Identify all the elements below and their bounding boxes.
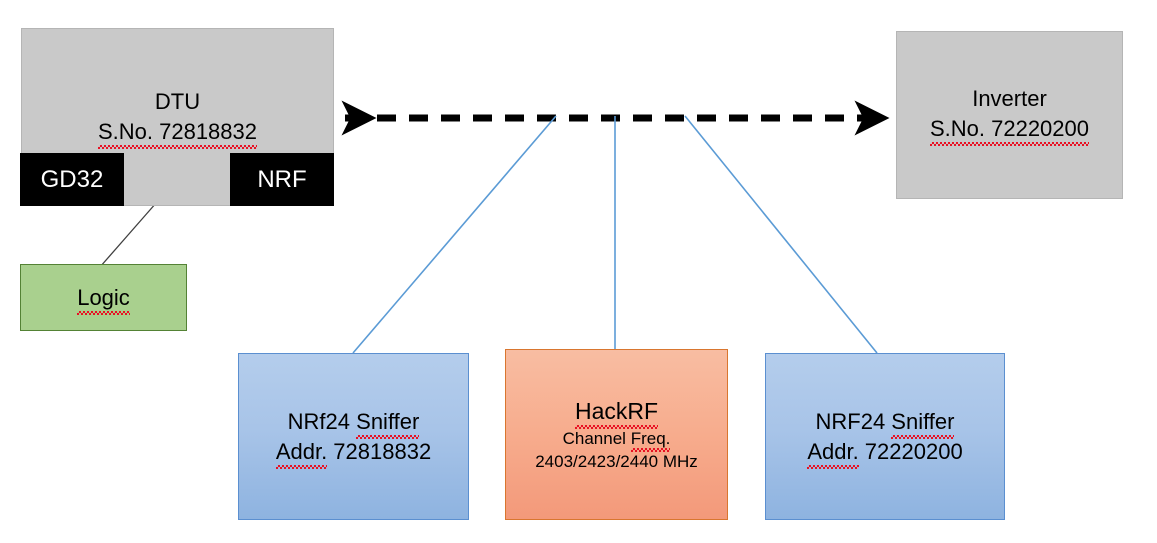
nrf-label: NRF: [257, 165, 307, 193]
sniffer-left-label-sniffer: Sniffer: [356, 407, 420, 439]
hackrf-line2-freq: Freq.: [630, 429, 671, 452]
node-inverter[interactable]: Inverter S.No. 72220200: [896, 31, 1123, 199]
inverter-serial: S.No. 72220200: [929, 114, 1090, 146]
hackrf-label: HackRF: [574, 396, 659, 429]
sniffer-right-label-sniffer: Sniffer: [891, 407, 955, 439]
dtu-label: DTU: [154, 89, 201, 114]
sniffer-right-addr-prefix: Addr.: [807, 437, 860, 469]
node-hackrf[interactable]: HackRF Channel Freq. 2403/2423/2440 MHz: [505, 349, 728, 520]
hackrf-line3: 2403/2423/2440 MHz: [535, 452, 698, 471]
node-sniffer-right[interactable]: NRF24 Sniffer Addr. 72220200: [765, 353, 1005, 520]
inverter-serial-text: S.No. 72220200: [929, 114, 1090, 146]
node-logic[interactable]: Logic: [20, 264, 187, 331]
logic-label: Logic: [77, 283, 130, 315]
node-gd32[interactable]: GD32: [20, 153, 124, 206]
sniffer-right-addr: Addr. 72220200: [807, 437, 963, 469]
inverter-label: Inverter: [972, 86, 1047, 111]
node-sniffer-left[interactable]: NRf24 Sniffer Addr. 72818832: [238, 353, 469, 520]
dtu-serial-text: S.No. 72818832: [97, 117, 258, 149]
dtu-serial: S.No. 72818832: [97, 117, 258, 149]
sniffer-left-label: NRf24 Sniffer: [288, 407, 420, 439]
logic-label-text: Logic: [77, 283, 130, 315]
tap-line-sniffer-left: [352, 115, 557, 354]
sniffer-left-addr: Addr. 72818832: [275, 437, 431, 469]
sniffer-right-label: NRF24 Sniffer: [816, 407, 955, 439]
gd32-label: GD32: [40, 165, 104, 193]
sniffer-left-addr-prefix: Addr.: [275, 437, 328, 469]
node-nrf[interactable]: NRF: [230, 153, 334, 206]
hackrf-label-text: HackRF: [574, 396, 659, 429]
hackrf-line2: Channel Freq.: [562, 429, 671, 452]
tap-line-sniffer-right: [684, 115, 878, 354]
